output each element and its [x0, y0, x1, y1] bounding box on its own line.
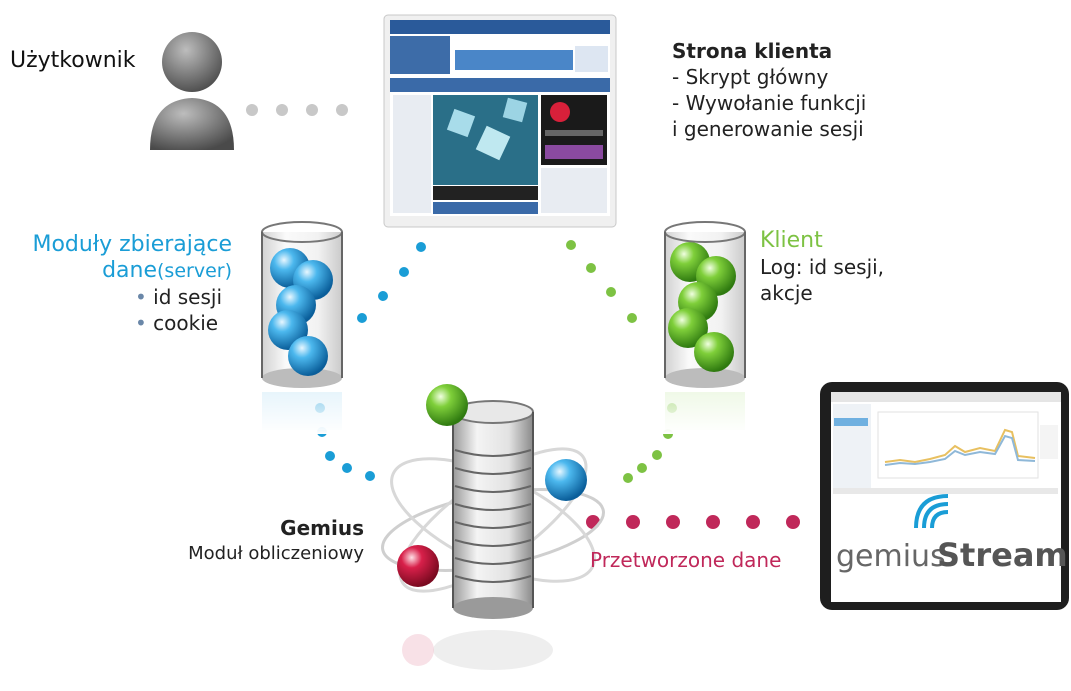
stream-logo-word2: Stream	[937, 536, 1068, 574]
data-modules-description: Moduły zbierające dane(server) • id sesj…	[10, 232, 232, 336]
gemius-compute-cylinder	[381, 384, 605, 670]
gemius-description: Gemius Moduł obliczeniowy	[150, 515, 364, 567]
processed-data-label: Przetworzone dane	[590, 548, 782, 572]
user-icon	[150, 32, 234, 150]
data-modules-cylinder	[258, 221, 348, 434]
processed-connector-dots	[586, 515, 800, 529]
client-description: Klient Log: id sesji, akcje	[760, 228, 884, 306]
client-log-cylinder	[660, 221, 750, 434]
client-title: Klient	[760, 228, 823, 253]
modules-title-line1: Moduły zbierające	[32, 232, 232, 257]
client-line: Log: id sesji,	[760, 255, 885, 279]
user-label: Użytkownik	[10, 48, 136, 73]
client-page-description: Strona klienta - Skrypt główny - Wywołan…	[672, 38, 866, 142]
client-page-line: - Skrypt główny	[672, 65, 829, 89]
user-connector-dots	[246, 104, 348, 116]
gemius-subtitle: Moduł obliczeniowy	[188, 543, 364, 564]
client-line: akcje	[760, 281, 813, 305]
modules-title-server: (server)	[157, 260, 232, 282]
client-website-screenshot	[383, 14, 617, 228]
stream-logo-word1: gemius	[836, 539, 946, 574]
client-page-line: i generowanie sesji	[672, 117, 864, 141]
modules-item: id sesji	[153, 285, 223, 309]
modules-item: cookie	[153, 311, 219, 335]
gemius-stream-logo: gemius Stream	[836, 494, 1068, 574]
client-page-title: Strona klienta	[672, 39, 833, 63]
client-page-line: - Wywołanie funkcji	[672, 91, 867, 115]
client-connector-dots	[566, 240, 677, 483]
gemius-title: Gemius	[280, 516, 364, 540]
modules-title-line2: dane	[102, 258, 158, 283]
